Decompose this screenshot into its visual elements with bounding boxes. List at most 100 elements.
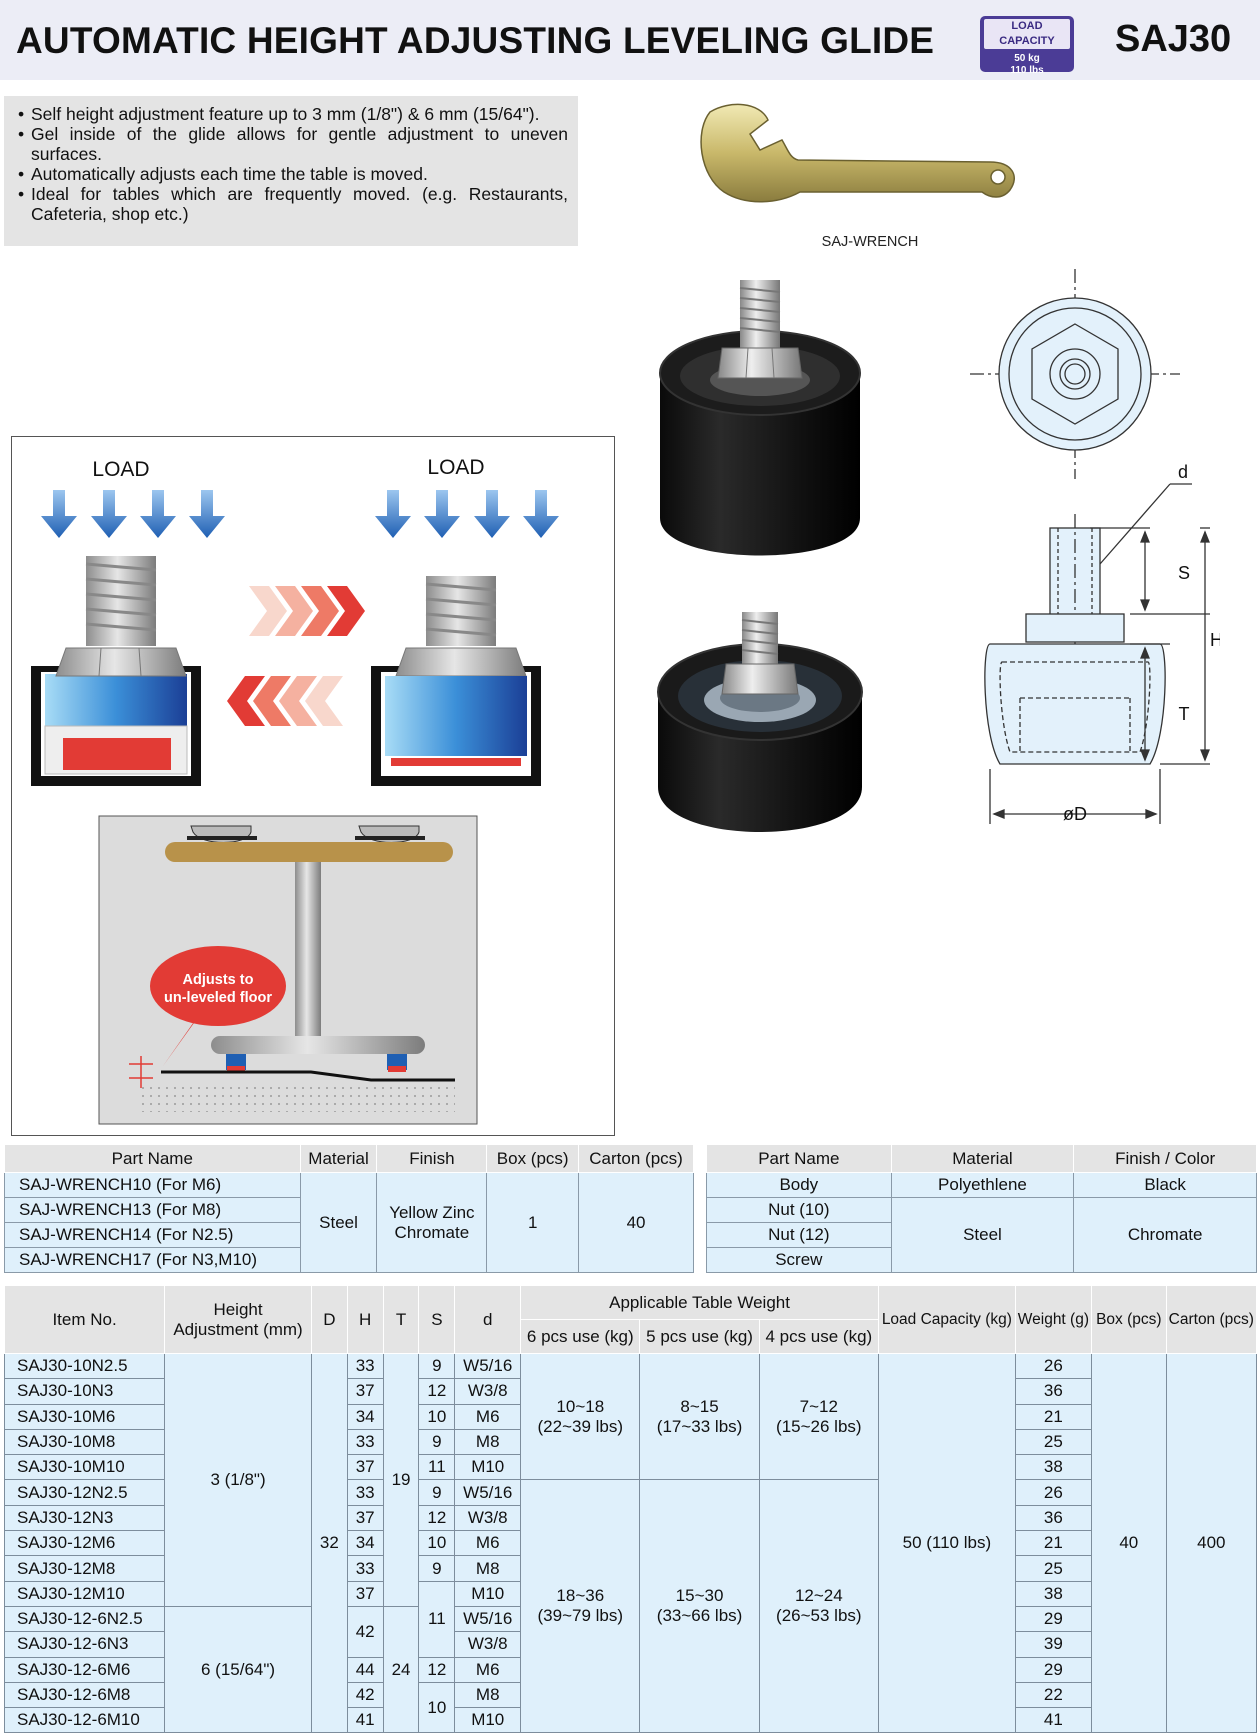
thread-cell: W5/16 xyxy=(454,1352,522,1380)
item-no-cell: SAJ30-10M10 xyxy=(3,1454,166,1481)
finish-cell: Chromate xyxy=(1073,1197,1257,1273)
table-row: SAJ30-10N2.5 3 (1/8") 32 33 19 9 W5/16 1… xyxy=(3,1352,1258,1734)
h-cell: 37 xyxy=(346,1580,384,1607)
dim-label-t: T xyxy=(1179,704,1190,724)
table-row: Nut (12) xyxy=(706,1222,1257,1248)
finish-line: Yellow Zinc xyxy=(389,1202,475,1222)
s-cell: 12 xyxy=(418,1378,456,1405)
col-header-box: Box (pcs) xyxy=(1091,1285,1167,1354)
thread-cell: W3/8 xyxy=(454,1631,522,1658)
col-header: Box (pcs) xyxy=(486,1144,580,1173)
col-header: Material xyxy=(299,1144,378,1173)
s-cell: 9 xyxy=(418,1555,456,1582)
h-cell: 34 xyxy=(346,1403,384,1430)
table-row: SAJ30-10M10 37 11 M10 38 xyxy=(3,1454,1257,1481)
w6-cell: 18~36(39~79 lbs) xyxy=(520,1479,641,1734)
part-name-cell: SAJ-WRENCH10 (For M6) xyxy=(4,1172,301,1198)
col-header-applicable: Applicable Table Weight xyxy=(520,1285,879,1320)
weight-cell: 29 xyxy=(1014,1605,1093,1633)
item-no-cell: SAJ30-12M6 xyxy=(3,1530,166,1557)
weight-cell: 25 xyxy=(1014,1555,1093,1582)
weight-cell: 22 xyxy=(1014,1681,1093,1709)
thread-cell: M6 xyxy=(454,1656,522,1683)
thread-cell: W5/16 xyxy=(454,1479,522,1506)
thread-cell: W3/8 xyxy=(454,1378,522,1405)
weight-cell: 41 xyxy=(1014,1707,1093,1734)
glide-photo-front xyxy=(659,280,861,556)
wrench-spec-table: Part Name Material Finish Box (pcs) Cart… xyxy=(4,1144,694,1273)
item-no-cell: SAJ30-12-6N3 xyxy=(3,1631,166,1658)
load-label-right: LOAD xyxy=(427,456,484,479)
item-no-cell: SAJ30-10N2.5 xyxy=(3,1352,166,1380)
thread-cell: M10 xyxy=(454,1707,522,1734)
table-header-row: 6 pcs use (kg) 5 pcs use (kg) 4 pcs use … xyxy=(5,1319,1257,1354)
s-cell: 10 xyxy=(418,1530,456,1557)
w5-value: 15~30 xyxy=(675,1586,724,1606)
col-header-load: Load Capacity (kg) xyxy=(877,1285,1016,1354)
t-cell: 19 xyxy=(382,1353,420,1607)
h-cell: 33 xyxy=(346,1555,384,1582)
table-header-row: Part Name Material Finish Box (pcs) Cart… xyxy=(4,1144,694,1173)
mechanism-illustration: LOAD LOAD xyxy=(11,436,615,1136)
weight-cell: 29 xyxy=(1014,1656,1093,1683)
finish-line: Chromate xyxy=(394,1222,470,1242)
col-header: Finish xyxy=(376,1144,488,1173)
h-cell: 37 xyxy=(346,1454,384,1481)
item-no-cell: SAJ30-12-6M6 xyxy=(3,1656,166,1683)
part-name-cell: SAJ-WRENCH14 (For N2.5) xyxy=(4,1222,301,1248)
w6-cell: 10~18(22~39 lbs) xyxy=(520,1352,641,1481)
thread-cell: M10 xyxy=(454,1454,522,1481)
table-row: SAJ30-12M6 34 10 M6 21 xyxy=(3,1530,1257,1557)
material-cell: Polyethlene xyxy=(890,1172,1075,1198)
load-capacity-cell: 50 (110 lbs) xyxy=(877,1352,1016,1734)
part-name-cell: SAJ-WRENCH13 (For M8) xyxy=(4,1197,301,1223)
h-cell: 33 xyxy=(346,1352,384,1380)
item-no-cell: SAJ30-12M10 xyxy=(3,1580,166,1607)
material-cell: Steel xyxy=(299,1172,378,1273)
weight-cell: 38 xyxy=(1014,1580,1093,1607)
table-row: SAJ-WRENCH13 (For M8) xyxy=(4,1197,694,1223)
w5-cell: 8~15(17~33 lbs) xyxy=(639,1352,760,1481)
w4-lbs: (26~53 lbs) xyxy=(776,1606,862,1626)
table-row: SAJ30-10M8 33 9 M8 25 xyxy=(3,1428,1257,1456)
item-no-cell: SAJ30-12-6M8 xyxy=(3,1681,166,1709)
h-cell: 42 xyxy=(346,1605,384,1658)
wrench-caption: SAJ-WRENCH xyxy=(821,234,919,250)
material-table: Part Name Material Finish / Color Body P… xyxy=(706,1144,1257,1273)
w5-lbs: (17~33 lbs) xyxy=(656,1416,743,1436)
table-row: Body Polyethlene Black xyxy=(706,1172,1257,1198)
s-cell: 11 xyxy=(418,1580,456,1658)
table-row: SAJ30-12-6N2.5 6 (15/64") 42 24 W5/16 29 xyxy=(3,1605,1257,1734)
s-cell: 9 xyxy=(418,1479,456,1506)
dim-label-od: øD xyxy=(1063,804,1087,824)
table-header-row: Part Name Material Finish / Color xyxy=(706,1144,1257,1173)
dim-label-d: d xyxy=(1178,462,1188,482)
h-cell: 33 xyxy=(346,1479,384,1506)
w5-cell: 15~30(33~66 lbs) xyxy=(639,1479,760,1734)
h-cell: 42 xyxy=(346,1681,384,1709)
table-row: SAJ30-12N3 37 12 W3/8 36 xyxy=(3,1504,1257,1532)
carton-cell: 400 xyxy=(1165,1352,1258,1734)
col-header: Carton (pcs) xyxy=(578,1144,694,1173)
col-header-6pcs: 6 pcs use (kg) xyxy=(520,1319,641,1354)
dim-label-h: H xyxy=(1210,630,1220,650)
w4-value: 12~24 xyxy=(794,1586,843,1606)
table-row: SAJ30-12-6N3 W3/8 39 xyxy=(3,1631,1257,1658)
col-header-4pcs: 4 pcs use (kg) xyxy=(758,1319,879,1354)
w4-lbs: (15~26 lbs) xyxy=(776,1416,862,1436)
material-cell: Steel xyxy=(890,1197,1075,1273)
h-cell: 37 xyxy=(346,1378,384,1405)
model-number: SAJ30 xyxy=(1115,18,1232,60)
w6-value: 10~18 xyxy=(556,1396,605,1416)
wrench-image xyxy=(700,103,1015,203)
s-cell: 9 xyxy=(418,1352,456,1380)
table-row: Screw xyxy=(706,1247,1257,1273)
table-row: SAJ30-12M10 37 11 M10 38 xyxy=(3,1580,1257,1658)
thread-cell: M8 xyxy=(454,1428,522,1456)
table-row: SAJ30-12N2.5 33 9 W5/16 18~36(39~79 lbs)… xyxy=(3,1479,1257,1734)
col-header-carton: Carton (pcs) xyxy=(1165,1285,1258,1354)
weight-cell: 21 xyxy=(1014,1530,1093,1557)
load-label-left: LOAD xyxy=(92,458,149,481)
